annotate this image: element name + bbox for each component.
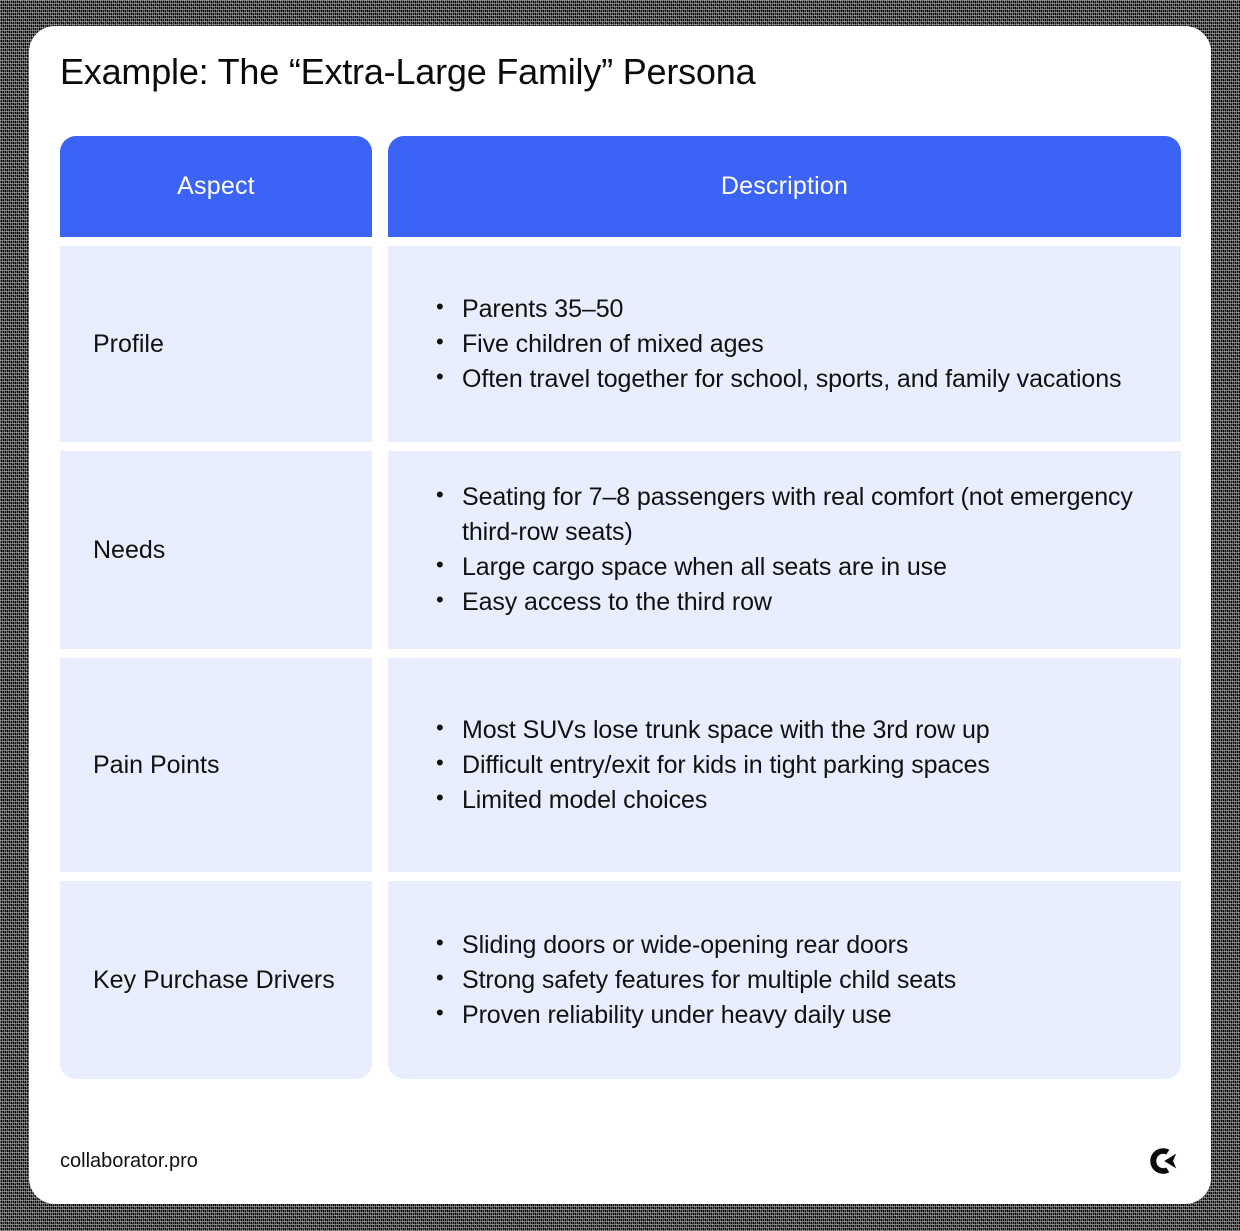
persona-table: Aspect Description Profile Parents 35–50… — [60, 136, 1181, 1079]
aspect-label: Pain Points — [93, 751, 220, 779]
page-title: Example: The “Extra-Large Family” Person… — [60, 51, 756, 92]
aspect-label: Profile — [93, 330, 164, 358]
table-row: Key Purchase Drivers Sliding doors or wi… — [60, 881, 1181, 1079]
table-header-row: Aspect Description — [60, 136, 1181, 237]
table-cell-aspect: Pain Points — [60, 658, 372, 872]
aspect-label: Needs — [93, 536, 166, 564]
table-row: Needs Seating for 7–8 passengers with re… — [60, 451, 1181, 649]
list-item: Most SUVs lose trunk space with the 3rd … — [436, 712, 990, 748]
table-header-label-description: Description — [720, 172, 849, 200]
bullet-list: Seating for 7–8 passengers with real com… — [436, 479, 1153, 620]
list-item: Sliding doors or wide-opening rear doors — [436, 927, 956, 963]
list-item: Proven reliability under heavy daily use — [436, 997, 956, 1033]
list-item: Easy access to the third row — [436, 584, 1153, 620]
list-item: Five children of mixed ages — [436, 326, 1121, 362]
list-item: Parents 35–50 — [436, 291, 1121, 327]
table-row: Profile Parents 35–50 Five children of m… — [60, 246, 1181, 442]
table-cell-description: Most SUVs lose trunk space with the 3rd … — [388, 658, 1181, 872]
content-card: Example: The “Extra-Large Family” Person… — [29, 26, 1211, 1204]
table-header-cell-aspect: Aspect — [60, 136, 372, 237]
bullet-list: Sliding doors or wide-opening rear doors… — [436, 927, 956, 1033]
table-row: Pain Points Most SUVs lose trunk space w… — [60, 658, 1181, 872]
footer: collaborator.pro — [60, 1144, 1180, 1178]
table-cell-description: Sliding doors or wide-opening rear doors… — [388, 881, 1181, 1079]
table-cell-aspect: Key Purchase Drivers — [60, 881, 372, 1079]
bullet-list: Most SUVs lose trunk space with the 3rd … — [436, 712, 990, 818]
list-item: Large cargo space when all seats are in … — [436, 549, 1153, 585]
table-cell-description: Parents 35–50 Five children of mixed age… — [388, 246, 1181, 442]
table-header-label-aspect: Aspect — [177, 172, 255, 200]
table-cell-aspect: Needs — [60, 451, 372, 649]
bullet-list: Parents 35–50 Five children of mixed age… — [436, 291, 1122, 397]
aspect-label: Key Purchase Drivers — [93, 966, 335, 994]
table-cell-description: Seating for 7–8 passengers with real com… — [388, 451, 1181, 649]
list-item: Limited model choices — [436, 782, 990, 818]
list-item: Difficult entry/exit for kids in tight p… — [436, 747, 990, 783]
list-item: Often travel together for school, sports… — [436, 361, 1122, 397]
list-item: Seating for 7–8 passengers with real com… — [436, 479, 1153, 550]
collaborator-logo-icon — [1146, 1144, 1180, 1178]
table-cell-aspect: Profile — [60, 246, 372, 442]
list-item: Strong safety features for multiple chil… — [436, 962, 956, 998]
footer-url: collaborator.pro — [60, 1149, 198, 1172]
table-header-cell-description: Description — [388, 136, 1181, 237]
